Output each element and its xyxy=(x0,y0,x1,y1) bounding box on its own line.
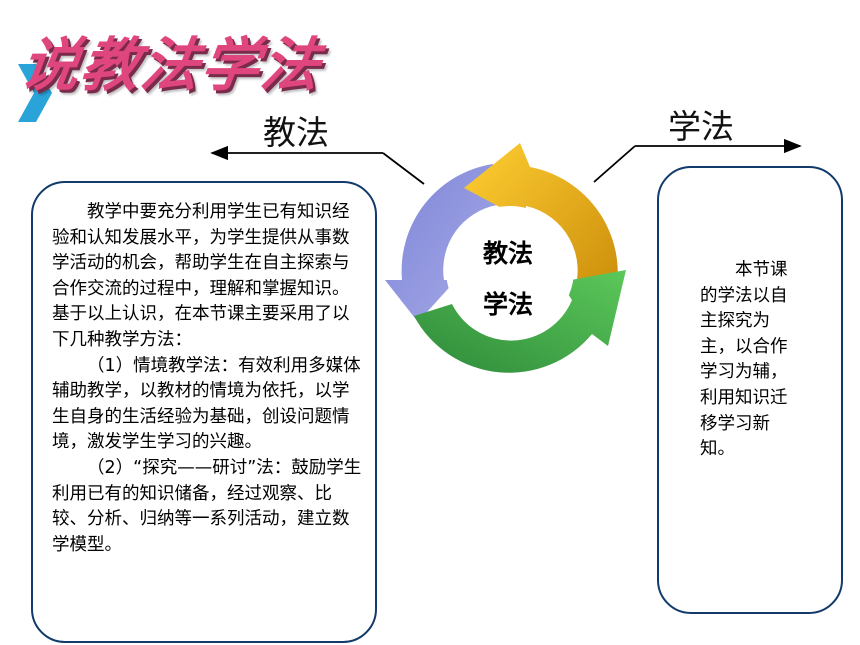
chevron-arrow-icon xyxy=(18,64,52,122)
right-connector-arrow xyxy=(593,138,802,183)
left-connector-arrow xyxy=(210,145,425,185)
gold-arc xyxy=(464,143,618,308)
learning-method-box xyxy=(657,166,843,614)
green-arc xyxy=(414,270,626,373)
teaching-method-label: 教法 xyxy=(263,113,329,152)
teaching-method-2-paragraph: （2）“探究——研讨”法：鼓励学生利用已有的知识储备，经过观察、比较、分析、归纳… xyxy=(52,457,362,555)
teaching-intro-paragraph: 教学中要充分利用学生已有知识经验和认知发展水平，为学生提供从事数学活动的机会，帮… xyxy=(52,202,350,350)
learning-method-text: 本节课的学法以自主探究为主，以合作学习为辅，利用知识迁移学习新知。 xyxy=(700,260,788,460)
purple-arc xyxy=(385,164,497,322)
cycle-ring xyxy=(385,143,626,373)
teaching-method-1-paragraph: （1）情境教学法：有效利用多媒体辅助教学，以教材的情境为依托，以学生自身的生活经… xyxy=(52,355,361,453)
cycle-center-learning: 学法 xyxy=(483,290,534,319)
teaching-method-text: 教学中要充分利用学生已有知识经验和认知发展水平，为学生提供从事数学活动的机会，帮… xyxy=(52,200,362,558)
cycle-center-teaching: 教法 xyxy=(483,239,534,268)
learning-method-label: 学法 xyxy=(668,107,734,146)
teaching-method-box xyxy=(31,181,377,643)
